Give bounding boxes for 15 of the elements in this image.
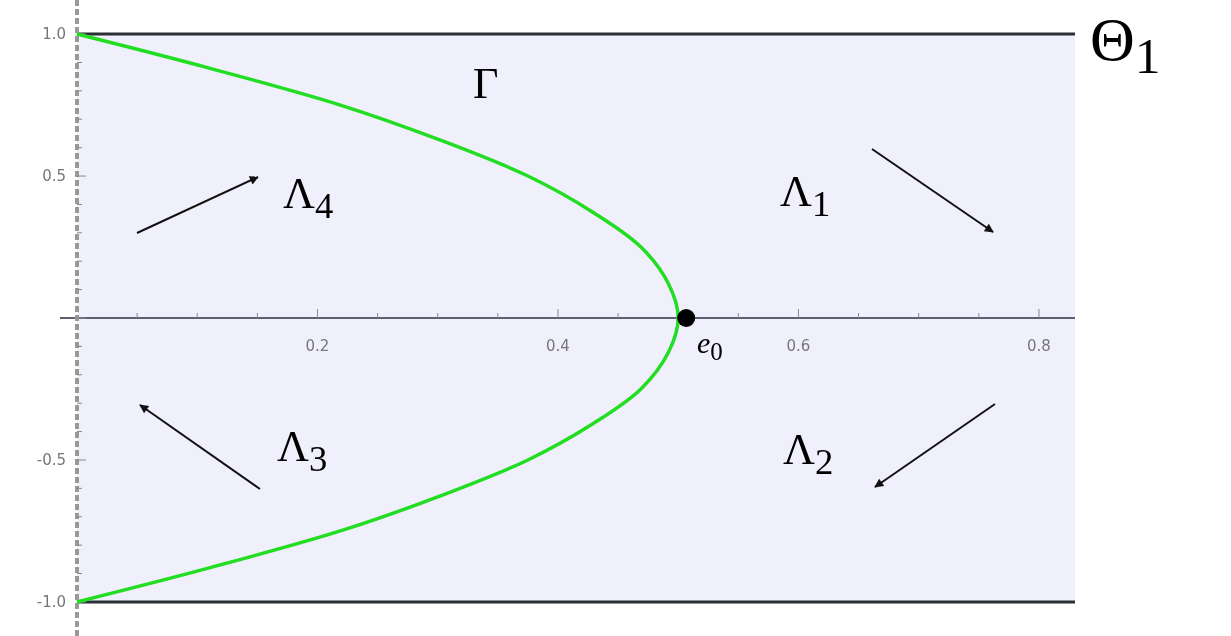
- math-label: Λ$_{1}$: [780, 170, 831, 223]
- tick-label: -1.0: [36, 592, 66, 611]
- tick-label: -0.5: [36, 450, 66, 469]
- tick-label: 0.8: [1027, 337, 1051, 355]
- math-label: Λ$_{2}$: [783, 428, 834, 481]
- tick-label: 0.6: [786, 337, 811, 355]
- tick-label: 0.5: [42, 167, 66, 186]
- tick-label: 0.4: [546, 337, 570, 355]
- math-label: Θ$_{1}$: [1090, 8, 1161, 83]
- math-label: Λ$_{3}$: [277, 425, 328, 478]
- math-label: e$_{0}$: [697, 328, 723, 364]
- math-label: Λ$_{4}$: [283, 172, 334, 225]
- tick-label: 0.2: [305, 337, 330, 355]
- math-label: Γ: [473, 62, 499, 106]
- tick-label: 1.0: [42, 25, 66, 44]
